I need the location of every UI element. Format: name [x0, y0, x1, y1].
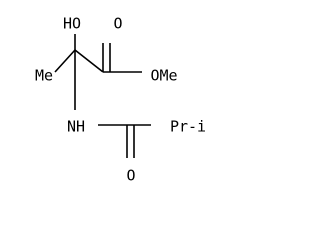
bond-c2-c1 [74, 49, 104, 73]
chemical-structure: HO Me O OMe NH O Pr-i [35, 15, 206, 185]
bond-c2-methyl [54, 49, 76, 73]
ester-methoxy-label: OMe [150, 67, 177, 85]
isopropyl-label: Pr-i [170, 118, 206, 136]
methyl-label: Me [35, 67, 53, 85]
amide-carbonyl-oxygen-label: O [126, 167, 135, 185]
atom-labels: HO Me O OMe NH O Pr-i [35, 15, 206, 185]
bonds [54, 34, 151, 158]
amide-nh-label: NH [67, 118, 85, 136]
hydroxyl-label: HO [63, 15, 81, 33]
ester-carbonyl-oxygen-label: O [113, 15, 122, 33]
